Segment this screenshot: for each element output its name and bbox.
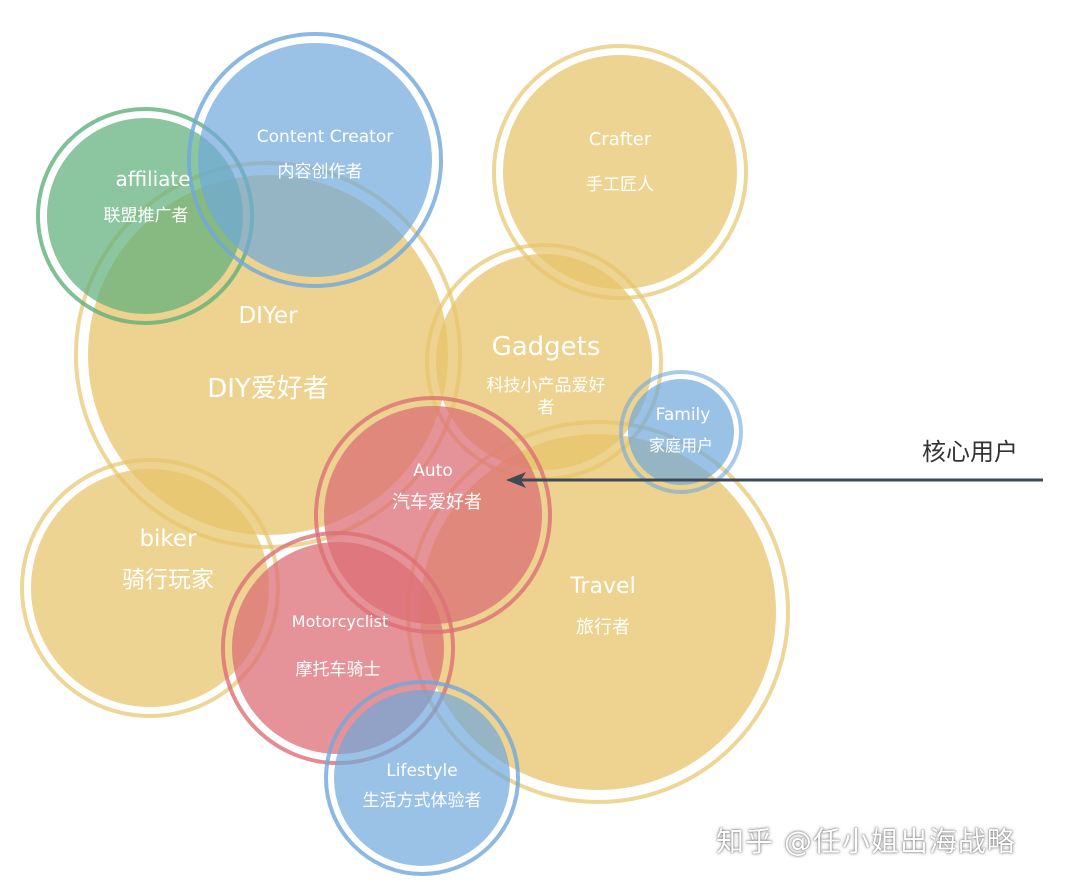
travel-en-label: Travel xyxy=(569,574,635,599)
family-bubble xyxy=(619,370,743,494)
auto-en-label: Auto xyxy=(413,461,452,481)
motorcyclist-en-label: Motorcyclist xyxy=(292,612,388,631)
affiliate-zh-label: 联盟推广者 xyxy=(104,206,189,226)
gadgets-zh-label-1: 科技小产品爱好 xyxy=(487,376,606,396)
crafter-bubble xyxy=(492,44,748,300)
core-user-arrow xyxy=(506,472,1043,488)
crafter-zh-label: 手工匠人 xyxy=(586,175,654,195)
family-en-label: Family xyxy=(656,405,711,425)
zhihu-watermark: 知乎 @任小姐出海战略 xyxy=(716,825,1016,858)
content-creator-bubble xyxy=(187,32,443,288)
crafter-en-label: Crafter xyxy=(589,129,652,150)
gadgets-zh-label-2: 者 xyxy=(538,398,555,418)
content-creator-en-label: Content Creator xyxy=(257,127,393,147)
diyer-en-label: DIYer xyxy=(238,303,298,329)
core-user-label: 核心用户 xyxy=(922,438,1018,466)
lifestyle-en-label: Lifestyle xyxy=(386,761,457,781)
lifestyle-bubble xyxy=(324,680,520,876)
lifestyle-zh-label: 生活方式体验者 xyxy=(363,791,482,811)
biker-en-label: biker xyxy=(139,526,197,552)
auto-zh-label: 汽车爱好者 xyxy=(392,492,482,513)
diyer-zh-label: DIY爱好者 xyxy=(207,374,329,404)
travel-zh-label: 旅行者 xyxy=(576,617,630,638)
gadgets-en-label: Gadgets xyxy=(492,332,601,362)
motorcyclist-zh-label: 摩托车骑士 xyxy=(296,660,381,680)
family-zh-label: 家庭用户 xyxy=(649,436,713,455)
affiliate-en-label: affiliate xyxy=(115,167,190,191)
biker-zh-label: 骑行玩家 xyxy=(122,567,214,593)
content-creator-zh-label: 内容创作者 xyxy=(278,162,363,182)
